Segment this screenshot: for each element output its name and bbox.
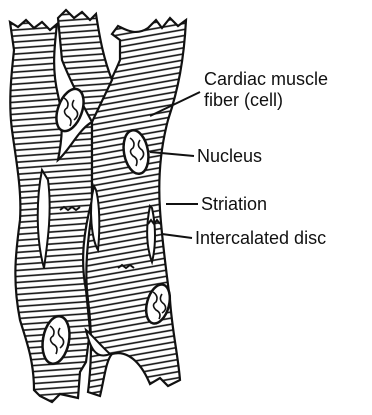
cardiac-fiber-label: Cardiac muscle fiber (cell) [204, 69, 328, 111]
cardiac-fiber-label-line1: Cardiac muscle [204, 69, 328, 90]
nucleus-label: Nucleus [197, 146, 262, 167]
intercalated-disc-label: Intercalated disc [195, 228, 326, 249]
disc-leader-line [162, 234, 192, 238]
cardiac-fiber-label-line2: fiber (cell) [204, 90, 328, 111]
striation-label: Striation [201, 194, 267, 215]
